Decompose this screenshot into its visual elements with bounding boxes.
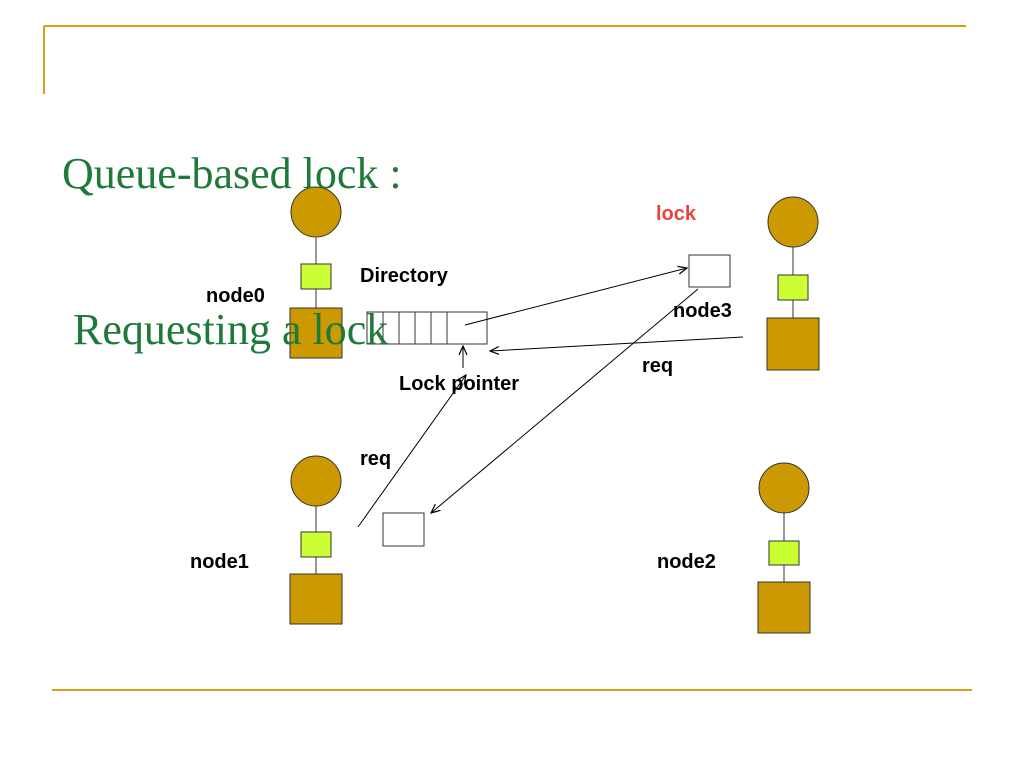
node1-label: node1 <box>190 551 249 573</box>
arrow-node1-req-to-directory <box>357 375 466 528</box>
node3-label: node3 <box>673 300 732 322</box>
lock-pointer-label: Lock pointer <box>399 373 520 395</box>
lock-label: lock <box>656 203 697 225</box>
directory-array <box>366 311 488 345</box>
node1-icon <box>289 455 343 625</box>
node2-icon <box>757 462 811 634</box>
node0-icon <box>289 186 343 359</box>
arrow-lock-to-request-box <box>431 288 699 513</box>
request-box <box>382 512 425 547</box>
node2-label: node2 <box>657 551 716 573</box>
lock-box <box>688 254 731 288</box>
slide-title: Queue-based lock : Requesting a lock <box>62 44 402 460</box>
directory-label: Directory <box>360 265 448 287</box>
arrow-directory-to-lock <box>464 268 687 326</box>
req-label-lower: req <box>360 448 392 470</box>
node0-label: node0 <box>206 285 265 307</box>
title-line-2: Requesting a lock <box>62 305 389 354</box>
title-line-1: Queue-based lock : <box>62 149 402 198</box>
arrow-node3-req-to-directory <box>490 336 744 351</box>
req-label-upper: req <box>642 355 674 377</box>
node3-icon <box>766 196 820 371</box>
